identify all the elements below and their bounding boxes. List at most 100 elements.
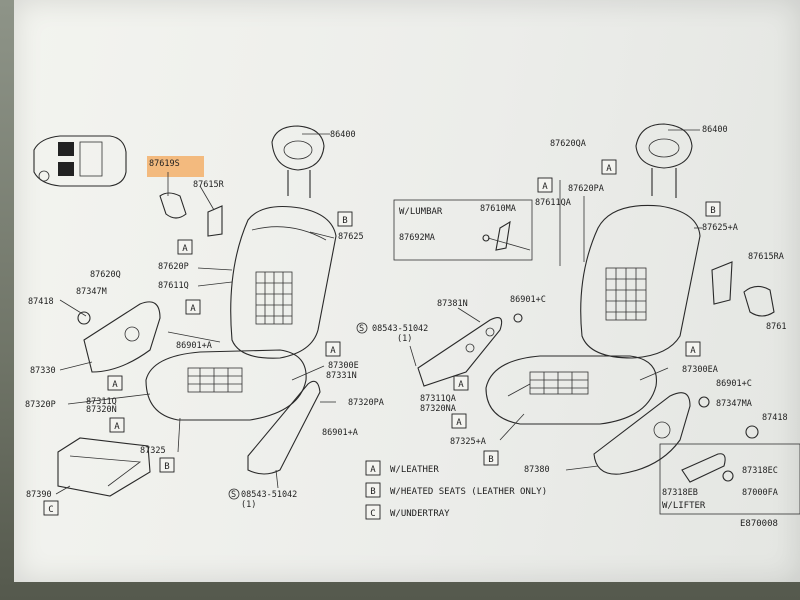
part-label-87611qa: 87611QA — [535, 198, 571, 208]
part-label-87311q: 87311Q — [86, 397, 117, 407]
part-label-87300ea: 87300EA — [682, 365, 718, 375]
part-label-8761-cut: 8761 — [766, 322, 786, 332]
part-label-08543-bottom-qty: (1) — [241, 500, 256, 510]
part-label-87380: 87380 — [524, 465, 550, 475]
part-label-86901a-mid: 86901+A — [322, 428, 358, 438]
svg-text:A: A — [370, 465, 376, 475]
part-label-87418-left: 87418 — [28, 297, 54, 307]
part-label-87318ec: 87318EC — [742, 466, 778, 476]
seat-slide-bracket-drawing — [409, 307, 523, 387]
svg-text:C: C — [370, 509, 375, 519]
parts-diagram-screen: 86400 87619S 87615R 87625 87620Q 87620P … — [14, 0, 800, 582]
legend-item-heated-seats: B W/HEATED SEATS (LEATHER ONLY) — [365, 482, 547, 498]
svg-text:A: A — [190, 304, 196, 314]
part-label-87300e: 87300E — [328, 361, 359, 371]
option-marker-a: A — [325, 341, 341, 357]
part-label-87620qa: 87620QA — [550, 139, 586, 149]
svg-text:B: B — [488, 455, 493, 465]
svg-text:A: A — [112, 380, 118, 390]
right-seat-drawing — [485, 123, 775, 483]
part-label-87619s: 87619S — [149, 159, 180, 169]
svg-text:A: A — [606, 164, 612, 174]
part-label-87320n: 87320N — [86, 405, 117, 415]
part-label-87625a: 87625+A — [702, 223, 738, 233]
svg-text:B: B — [370, 487, 375, 497]
svg-text:A: A — [114, 422, 120, 432]
svg-text:A: A — [182, 244, 188, 254]
part-label-87390: 87390 — [26, 490, 52, 500]
part-label-87611q: 87611Q — [158, 281, 189, 291]
part-label-87615r: 87615R — [193, 180, 225, 190]
part-label-87331n: 87331N — [326, 371, 357, 381]
part-label-87347ma: 87347MA — [716, 399, 752, 409]
part-label-86901c-mid: 86901+C — [510, 295, 546, 305]
car-locator-icon — [33, 135, 127, 187]
part-label-87620q: 87620Q — [90, 270, 121, 280]
svg-text:B: B — [164, 462, 169, 472]
part-label-87620pa: 87620PA — [568, 184, 604, 194]
part-label-87692ma: 87692MA — [399, 233, 435, 243]
lifter-caption: W/LIFTER — [662, 501, 706, 511]
svg-text:S: S — [231, 490, 236, 500]
part-label-86400-right: 86400 — [702, 125, 728, 135]
part-label-87325: 87325 — [140, 446, 166, 456]
part-label-87320na: 87320NA — [420, 404, 456, 414]
svg-text:B: B — [710, 206, 715, 216]
svg-text:A: A — [690, 346, 696, 356]
part-label-87418-right: 87418 — [762, 413, 788, 423]
part-label-87311qa: 87311QA — [420, 394, 456, 404]
part-label-86400-left: 86400 — [330, 130, 356, 140]
option-marker-a: A — [177, 239, 193, 255]
svg-text:A: A — [458, 380, 464, 390]
legend-item-undertray: C W/UNDERTRAY — [365, 504, 450, 520]
option-marker-a: A — [601, 159, 617, 175]
part-label-87000fa: 87000FA — [742, 488, 778, 498]
screw-symbol-icon: S — [228, 488, 240, 500]
part-label-87620p: 87620P — [158, 262, 189, 272]
part-label-87381n: 87381N — [437, 299, 468, 309]
part-label-87318eb: 87318EB — [662, 488, 698, 498]
svg-text:W/UNDERTRAY: W/UNDERTRAY — [390, 509, 450, 519]
svg-text:S: S — [359, 324, 364, 334]
option-marker-b: B — [337, 211, 353, 227]
svg-text:A: A — [456, 418, 462, 428]
part-label-86901c-right: 86901+C — [716, 379, 752, 389]
part-label-87330: 87330 — [30, 366, 56, 376]
part-label-87320p: 87320P — [25, 400, 56, 410]
svg-text:A: A — [542, 182, 548, 192]
svg-text:W/LEATHER: W/LEATHER — [390, 465, 439, 475]
svg-text:C: C — [48, 505, 53, 515]
option-marker-a: A — [185, 299, 201, 315]
part-label-86901a-left: 86901+A — [176, 341, 212, 351]
svg-text:W/HEATED SEATS (LEATHER ONLY): W/HEATED SEATS (LEATHER ONLY) — [390, 487, 547, 497]
option-marker-b: B — [159, 457, 175, 473]
legend: A W/LEATHER B W/HEATED SEATS (LEATHER ON… — [365, 460, 547, 520]
part-label-87625: 87625 — [338, 232, 364, 242]
screw-symbol-icon: S — [356, 322, 368, 334]
svg-text:A: A — [330, 346, 336, 356]
part-label-87610ma: 87610MA — [480, 204, 516, 214]
option-marker-b: B — [705, 201, 721, 217]
legend-item-leather: A W/LEATHER — [365, 460, 439, 476]
part-label-87347m: 87347M — [76, 287, 107, 297]
option-marker-a: A — [685, 341, 701, 357]
part-label-87325a: 87325+A — [450, 437, 486, 447]
part-label-08543-top-qty: (1) — [397, 334, 412, 344]
option-marker-a: A — [451, 413, 467, 429]
lumbar-option-box — [393, 199, 533, 261]
seat-parts-diagram: 86400 87619S 87615R 87625 87620Q 87620P … — [25, 123, 800, 529]
option-marker-a: A — [537, 177, 553, 193]
option-marker-a: A — [109, 417, 125, 433]
part-label-87615ra: 87615RA — [748, 252, 784, 262]
option-marker-a: A — [453, 375, 469, 391]
option-marker-c: C — [43, 500, 59, 516]
option-marker-b: B — [483, 450, 499, 466]
svg-text:B: B — [342, 216, 347, 226]
highlighted-part-marker — [147, 156, 204, 177]
drawing-code: E870008 — [740, 519, 778, 529]
lifter-option-box — [659, 443, 800, 515]
part-label-87320pa: 87320PA — [348, 398, 384, 408]
left-seat-drawing — [55, 125, 337, 497]
part-label-08543-top: 08543-51042 — [372, 324, 428, 334]
